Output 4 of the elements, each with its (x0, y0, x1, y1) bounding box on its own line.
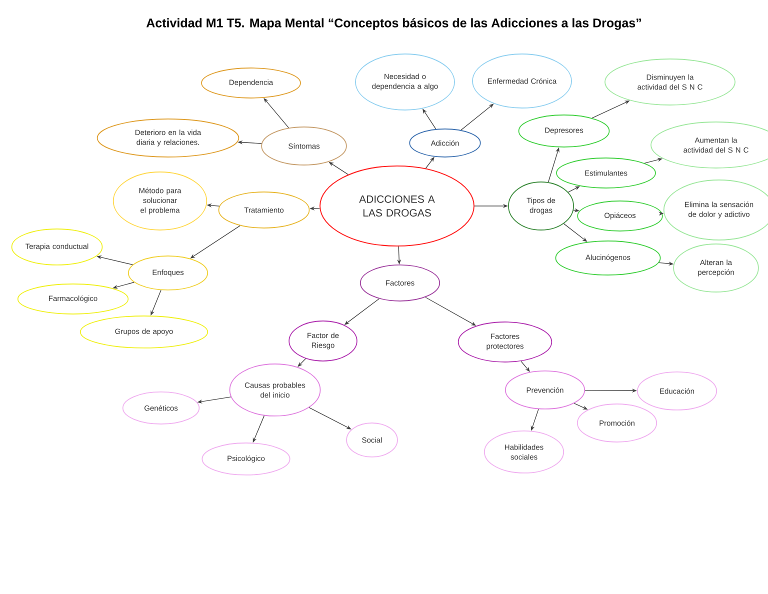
arrow (298, 358, 306, 367)
arrow (520, 360, 530, 372)
title: Actividad M1 T5. Mapa Mental “Conceptos básicos de las Adicciones a las Drogas” (146, 18, 641, 30)
arrow (568, 186, 580, 193)
